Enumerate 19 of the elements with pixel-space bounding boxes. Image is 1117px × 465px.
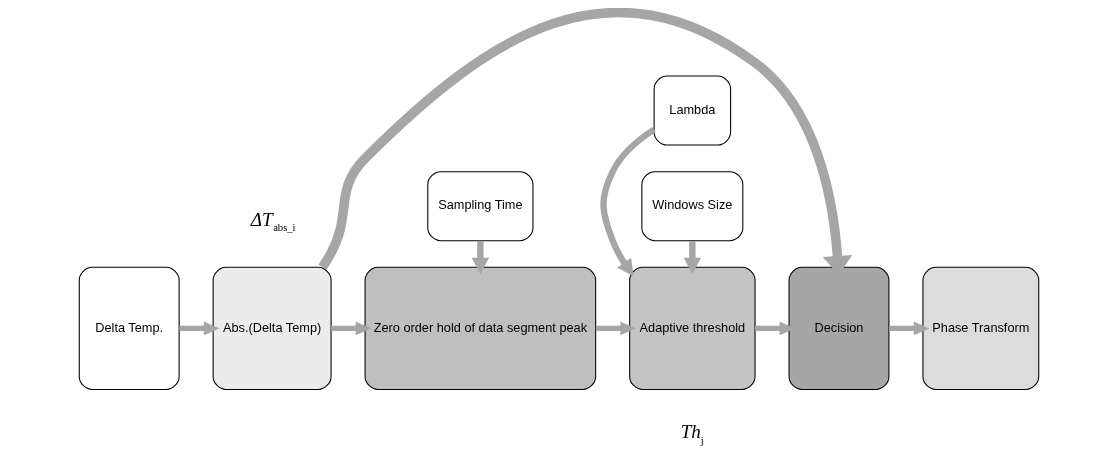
node-box: Delta Temp.	[78, 266, 180, 390]
arrow	[683, 241, 701, 275]
node-box: Abs.(Delta Temp)	[212, 266, 332, 390]
arrow	[471, 241, 489, 275]
label: ΔT$_{abs_i}$	[250, 208, 296, 234]
node-box: Phase Transform	[921, 266, 1039, 390]
node-box: Decision	[788, 266, 889, 390]
arrow	[317, 8, 852, 275]
node-box: Zero order hold of data segment peak	[364, 266, 596, 390]
node-box: Lambda	[653, 75, 731, 146]
node-box: Adaptive threshold	[628, 266, 756, 390]
label: Th$_{j}$	[680, 421, 704, 446]
arrow	[595, 321, 636, 336]
arrow	[179, 321, 219, 336]
arrow	[330, 321, 371, 336]
node-box: Windows Size	[640, 171, 743, 242]
node-box: Sampling Time	[426, 171, 533, 242]
arrow	[599, 126, 656, 277]
arrow	[888, 321, 929, 336]
